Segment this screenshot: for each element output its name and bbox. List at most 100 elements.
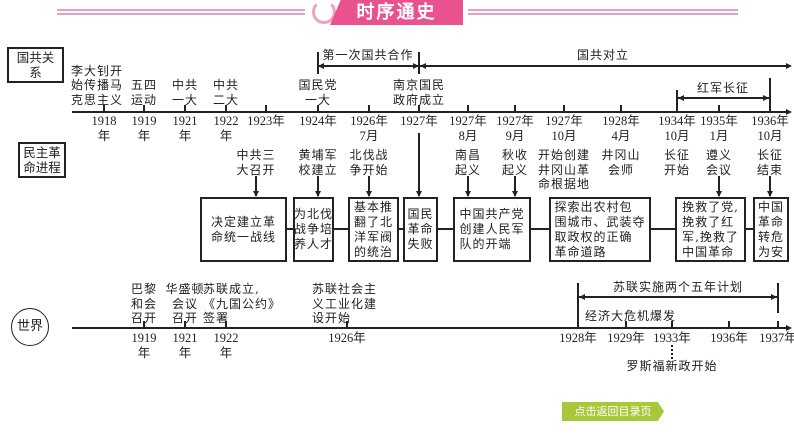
axis-tick [184,105,186,111]
period-bar [317,52,319,74]
header-rule [468,9,738,11]
axis-tick [368,105,370,111]
year-label: 1927年 10月 [545,114,583,143]
event-label: 中共 二大 [212,78,239,107]
axis-tick [418,105,420,111]
cooperation-period-arrow [318,65,419,67]
world-event: 苏联成立, 《九国公约》 签署 [203,282,282,325]
significance-box: 中国 革命 转危 为安 [753,197,789,262]
period-bar [777,283,779,313]
year-label: 1921 年 [172,114,198,143]
year-label: 1933年 [653,331,691,345]
event-label: 南京国民 政府成立 [392,78,445,107]
revolution-event: 井冈山 会师 [601,148,641,177]
significance-box: 基本推 翻了北 洋军阀 的统治 [348,197,399,262]
year-label: 1929年 [607,331,645,345]
axis-tick [225,321,227,327]
year-label: 1928年 [559,331,597,345]
year-label: 1919 年 [131,114,157,143]
significance-box: 中国共产党 创建人民军 队的开端 [453,197,531,262]
connector [467,176,469,196]
top-timeline-axis [72,111,788,113]
revolution-event: 遵义 会议 [705,148,732,177]
five-year-plan-arrow [578,296,778,298]
revolution-event: 南昌 起义 [454,148,481,177]
period-label: 第一次国共合作 [322,48,414,62]
year-label: 1927年 8月 [449,114,487,143]
event-label: 五四 运动 [130,78,157,107]
axis-tick [317,105,319,111]
axis-tick [728,321,730,327]
connector [718,176,720,196]
significance-box: 探索出农村包 围城市、武装夺 取政权的正确 革命道路 [549,197,651,262]
arrowhead-icon [767,191,773,197]
world-event: 苏联社会主 义工业化建 设开始 [312,282,378,325]
year-label: 1936年 10月 [751,114,789,143]
significance-box: 决定建立革 命统一战线 [200,197,287,262]
world-event: 经济大危机爆发 [585,309,677,323]
revolution-event: 开始创建 井冈山革 命根据地 [537,148,590,191]
year-label: 1918 年 [91,114,117,143]
arrowhead-icon [786,109,792,115]
header-rule [57,13,305,15]
world-event: 巴黎 和会 召开 [130,282,157,325]
year-label: 1921 年 [172,331,198,360]
revolution-event: 北伐战 争开始 [349,148,389,177]
long-march-arrow [677,97,770,99]
arrowhead-icon [771,294,777,300]
opposition-period-arrow [419,65,789,67]
revolution-event: 长征 结束 [756,148,783,177]
connector [368,176,370,196]
year-label: 1936年 [710,331,748,345]
axis-tick [671,321,673,327]
arrowhead-icon [786,325,792,331]
arrowhead-icon [366,191,372,197]
connector [255,176,257,196]
axis-tick [563,105,565,111]
axis-tick [346,321,348,327]
year-label: 1927年 [400,114,438,128]
arrowhead-icon [413,63,419,69]
axis-tick [625,321,627,327]
arrowhead-icon [315,191,321,197]
world-label: 世界 [11,308,49,346]
axis-tick [184,321,186,327]
header-rule [468,13,738,15]
header-rule [57,9,305,11]
axis-tick [103,105,105,111]
axis-tick [467,105,469,111]
period-bar [577,283,579,321]
axis-tick [265,105,267,111]
back-to-contents-button[interactable]: 点击返回目录页 [562,402,664,421]
axis-tick [718,105,720,111]
section-title: 时序通史 [330,0,463,25]
significance-box: 挽救了党, 挽救了红 军,挽救了 中国革命 [675,197,746,262]
significance-box: 国民 革命 失败 [403,197,438,262]
box-connector-line [286,228,788,230]
revolution-event: 中共三 大召开 [236,148,276,177]
revolution-process-label: 民主革 命进程 [18,142,66,178]
year-label: 1928年 4月 [602,114,640,143]
period-label: 苏联实施两个五年计划 [612,280,743,294]
connector [317,176,319,196]
year-label: 1923年 [247,114,285,128]
world-event: 罗斯福新政开始 [626,359,718,373]
arrowhead-icon [512,191,518,197]
revolution-event: 秋收 起义 [501,148,528,177]
kmt-cpc-relations-label: 国共关系 [7,47,64,83]
year-label: 1919 年 [131,331,157,360]
axis-tick [143,105,145,111]
axis-tick [620,105,622,111]
year-label: 1924年 [299,114,337,128]
period-bar [769,78,771,112]
event-label: 中共 一大 [171,78,198,107]
dotted-connector [671,345,673,359]
swirl-icon [312,0,336,24]
arrowhead-icon [678,95,684,101]
event-label: 国民党 一大 [298,78,338,107]
year-label: 1937年 [759,331,794,345]
year-label: 1927年 9月 [496,114,534,143]
arrowhead-icon [465,191,471,197]
arrowhead-icon [763,95,769,101]
connector [769,176,771,196]
